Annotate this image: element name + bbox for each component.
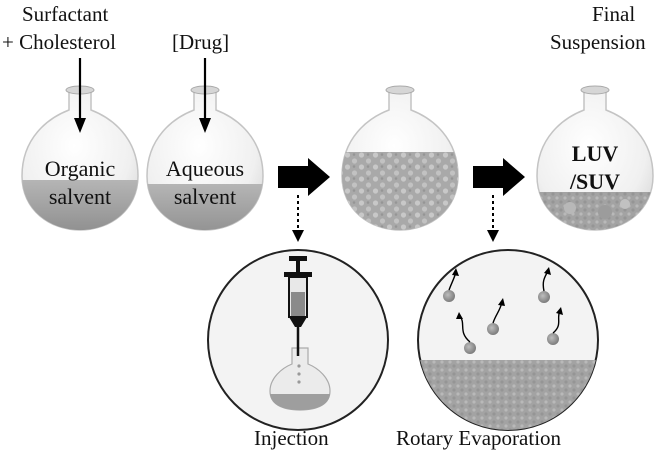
- injection-panel: [207, 249, 389, 431]
- injection-label: Injection: [254, 426, 329, 450]
- arrow-right-icon: [473, 158, 525, 196]
- arrow-right-icon: [278, 158, 330, 196]
- arrow-down-icon: [74, 58, 86, 133]
- flask-mixture: [341, 85, 459, 231]
- dashed-arrow-down-icon: [292, 195, 304, 242]
- flask-organic-line1: Organic: [44, 156, 116, 181]
- flask-aqueous: [146, 85, 264, 231]
- suv-label: /SUV: [569, 169, 621, 194]
- cholesterol-label: + Cholesterol: [2, 30, 116, 54]
- suspension-label: Suspension: [550, 30, 646, 54]
- flask-organic-line2: salvent: [48, 184, 112, 209]
- final-label: Final: [592, 2, 636, 26]
- flask-aqueous-line2: salvent: [173, 184, 237, 209]
- drug-label: [Drug]: [172, 30, 230, 54]
- luv-label: LUV: [571, 141, 619, 166]
- rotary-evaporation-panel: [417, 249, 599, 431]
- dashed-arrow-down-icon: [487, 195, 499, 242]
- surfactant-label: Surfactant: [22, 2, 109, 26]
- flask-aqueous-line1: Aqueous: [165, 156, 245, 181]
- rotary-evaporation-label: Rotary Evaporation: [396, 426, 562, 450]
- syringe-icon: [284, 256, 312, 356]
- arrow-down-icon: [199, 58, 211, 133]
